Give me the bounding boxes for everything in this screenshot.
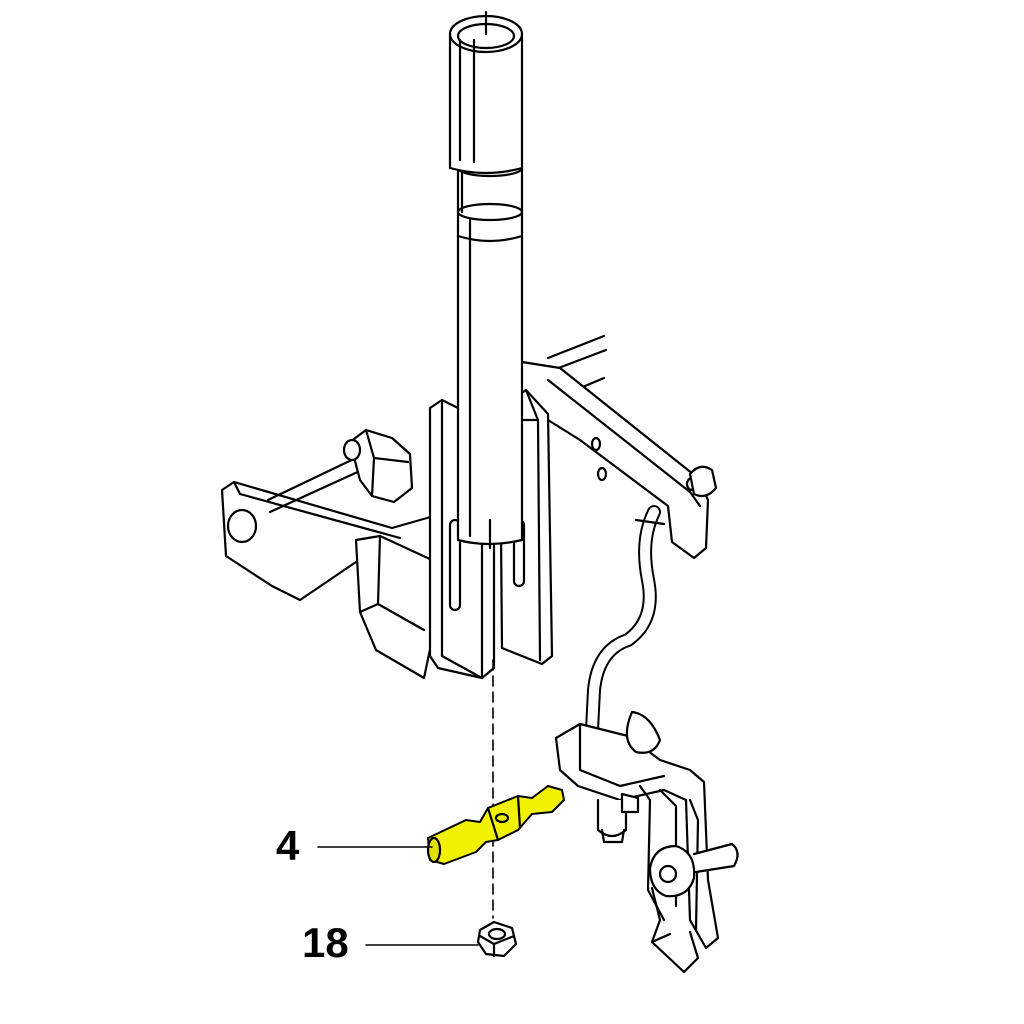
pivot-pin-part-4 bbox=[426, 785, 565, 865]
lower-bracket bbox=[554, 710, 720, 950]
linkage-rod bbox=[585, 505, 666, 737]
callout-number-18: 18 bbox=[302, 919, 349, 966]
callout-number-4: 4 bbox=[276, 822, 300, 869]
bolt-head bbox=[342, 428, 414, 504]
right-arm bbox=[520, 360, 718, 560]
lever-knob bbox=[648, 842, 739, 974]
saddle-bracket bbox=[354, 534, 440, 680]
left-arm bbox=[220, 454, 436, 602]
nut-part-18 bbox=[476, 920, 518, 958]
steering-shaft bbox=[448, 10, 524, 550]
